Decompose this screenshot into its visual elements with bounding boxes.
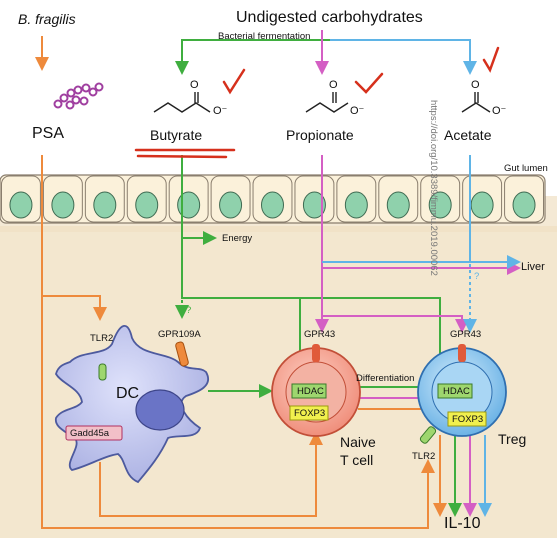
label-hdac-naive: HDAC: [297, 386, 324, 397]
epithelial-nucleus: [9, 191, 33, 219]
label-hdac-treg: HDAC: [443, 386, 470, 397]
epithelial-nucleus: [93, 191, 117, 219]
foxp3-box-treg: [447, 411, 487, 427]
gpr109a-receptor: [175, 341, 189, 367]
label-treg: Treg: [498, 431, 527, 447]
label-il10: IL-10: [444, 515, 481, 532]
epithelial-nucleus: [386, 191, 410, 219]
label-differentiation: Differentiation: [356, 373, 415, 384]
gpr43-receptor-treg: [458, 344, 466, 362]
epithelial-nucleus: [428, 191, 452, 219]
label-oxide-acetate: O⁻: [492, 105, 507, 117]
propionate-molecule: [305, 92, 349, 113]
epithelial-nucleus: [512, 191, 536, 219]
label-oxygen-butyrate: O: [190, 79, 199, 91]
propionate-pathway: [315, 30, 521, 517]
acetate-pathway: [322, 39, 521, 517]
butyrate-molecule: [153, 92, 211, 113]
label-butyrate: Butyrate: [150, 127, 203, 143]
epithelial-nucleus: [51, 191, 75, 219]
label-naive-t-cell: Naive T cell: [340, 434, 376, 468]
epithelial-nucleus: [219, 191, 243, 219]
gadd45a-box: [65, 425, 123, 441]
dc-nucleus: [135, 389, 185, 431]
label-b-fragilis: B. fragilis: [18, 11, 76, 27]
label-question-2: ?: [474, 271, 480, 282]
epithelial-nucleus: [302, 191, 326, 219]
label-liver: Liver: [521, 261, 545, 273]
dendritic-cell: [55, 325, 209, 484]
label-oxygen-acetate: O: [471, 79, 480, 91]
epithelial-nucleus: [177, 191, 201, 219]
label-fermentation: Bacterial fermentation: [218, 31, 311, 42]
epithelium: [0, 174, 546, 224]
label-psa: PSA: [32, 125, 65, 142]
label-foxp3-naive: FOXP3: [294, 408, 326, 419]
psa-polymer: [53, 82, 104, 110]
epithelial-nucleus: [261, 191, 284, 219]
label-gadd45a: Gadd45a: [70, 428, 110, 439]
label-tlr2-treg: TLR2: [412, 451, 436, 462]
tlr2-receptor-treg: [419, 426, 437, 444]
label-gut-lumen: Gut lumen: [504, 163, 548, 174]
label-energy: Energy: [222, 233, 253, 244]
foxp3-box-naive: [289, 405, 329, 421]
label-oxide-butyrate: O⁻: [213, 105, 228, 117]
doi-watermark: https://doi.org/10.3389/fimmu.2019.00062: [428, 100, 439, 276]
epithelial-nucleus: [135, 191, 159, 219]
label-substrate: Undigested carbohydrates: [236, 9, 423, 26]
label-gpr109a: GPR109A: [158, 329, 201, 340]
label-gpr43-naive: GPR43: [304, 329, 336, 340]
epithelial-nucleus: [470, 191, 494, 219]
hdac-box-treg: [437, 383, 473, 399]
annotation-checkmarks: [134, 46, 500, 159]
hdac-box-naive: [291, 383, 327, 399]
label-oxide-propionate: O⁻: [350, 105, 365, 117]
acetate-molecule: [461, 92, 491, 113]
label-oxygen-propionate: O: [329, 79, 338, 91]
gpr43-receptor-naive: [312, 344, 320, 362]
tlr2-receptor-dc: [98, 363, 107, 381]
epithelial-nucleus: [344, 191, 368, 219]
label-dc: DC: [116, 385, 140, 402]
label-foxp3-treg: FOXP3: [452, 414, 484, 425]
label-propionate: Propionate: [286, 127, 354, 143]
label-gpr43-treg: GPR43: [450, 329, 482, 340]
label-acetate: Acetate: [444, 127, 492, 143]
label-question-1: ?: [186, 305, 192, 316]
label-tlr2: TLR2: [90, 333, 114, 344]
